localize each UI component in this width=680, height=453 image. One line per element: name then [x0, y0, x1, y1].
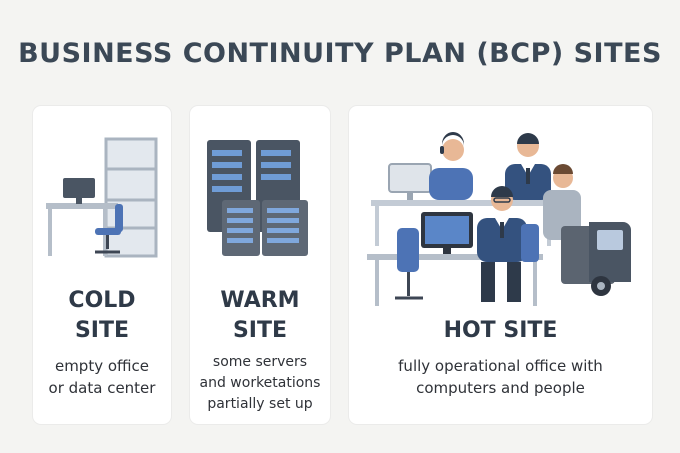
empty-office-icon	[46, 137, 158, 258]
page-title: BUSINESS CONTINUITY PLAN (BCP) SITES	[18, 38, 662, 69]
hot-site-heading: HOT SITE	[443, 318, 558, 343]
delivery-truck-icon	[561, 222, 631, 296]
server-rack-icon	[207, 140, 308, 256]
office-people-icon	[367, 132, 631, 306]
hot-site-description: fully operational office with computers …	[398, 357, 603, 397]
cold-site-card: COLD SITE empty office or data center	[33, 106, 171, 424]
cold-site-heading: COLD SITE	[68, 288, 136, 343]
warm-site-card: WARM SITE some servers and worketations …	[190, 106, 330, 424]
warm-site-description: some servers and worketations partially …	[199, 354, 321, 412]
cold-site-description: empty office or data center	[48, 357, 156, 397]
warm-site-heading: WARM SITE	[220, 288, 300, 343]
hot-site-card: HOT SITE fully operational office with c…	[349, 106, 652, 424]
